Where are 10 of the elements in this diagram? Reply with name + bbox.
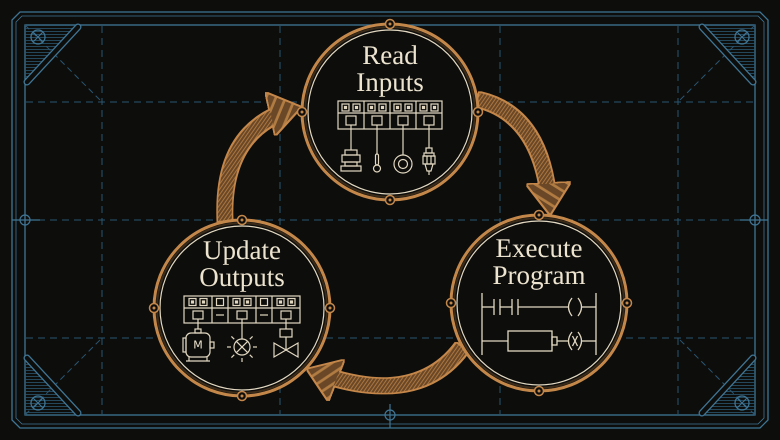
cycle-arrow: [305, 343, 468, 400]
cycle-arrow: [218, 95, 302, 221]
step-title: Read Inputs: [355, 42, 425, 96]
step-title: Update Outputs: [198, 237, 286, 291]
process-circle: [445, 209, 633, 397]
cycle-arrow: [476, 92, 569, 214]
process-circle: [148, 214, 336, 402]
motor-symbol-label: M: [193, 340, 203, 350]
step-title: Execute Program: [492, 235, 586, 289]
process-circle: [296, 18, 484, 206]
